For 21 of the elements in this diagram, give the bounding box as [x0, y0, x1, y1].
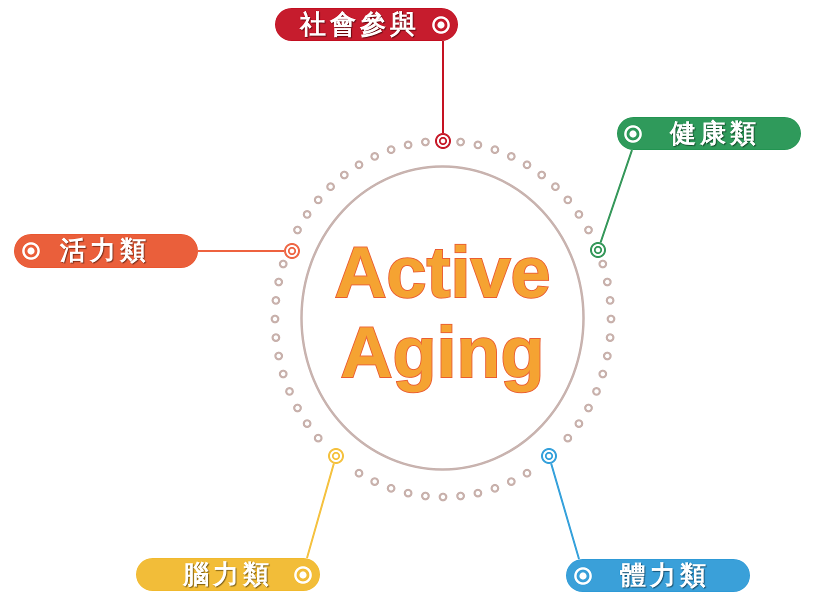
ring-marker — [328, 448, 344, 464]
leader-line — [306, 463, 335, 558]
center-title: Active Aging — [333, 233, 552, 393]
category-pill — [566, 559, 750, 592]
category-pill — [136, 558, 320, 591]
category-label: 社會參與 — [300, 10, 420, 40]
category-pill — [275, 8, 458, 41]
ring-marker — [435, 133, 451, 149]
category-label: 健康類 — [670, 118, 760, 148]
category-label: 活力類 — [60, 236, 150, 266]
leader-line — [198, 250, 284, 252]
ring-marker — [284, 243, 300, 259]
leader-line — [442, 41, 444, 133]
category-label: 腦力類 — [183, 560, 273, 590]
leader-line — [550, 463, 580, 560]
leader-line — [600, 150, 633, 243]
ring-marker — [541, 448, 557, 464]
category-label: 體力類 — [620, 560, 710, 590]
ring-marker — [590, 242, 606, 258]
category-pill — [617, 117, 801, 150]
category-pill — [14, 234, 198, 268]
